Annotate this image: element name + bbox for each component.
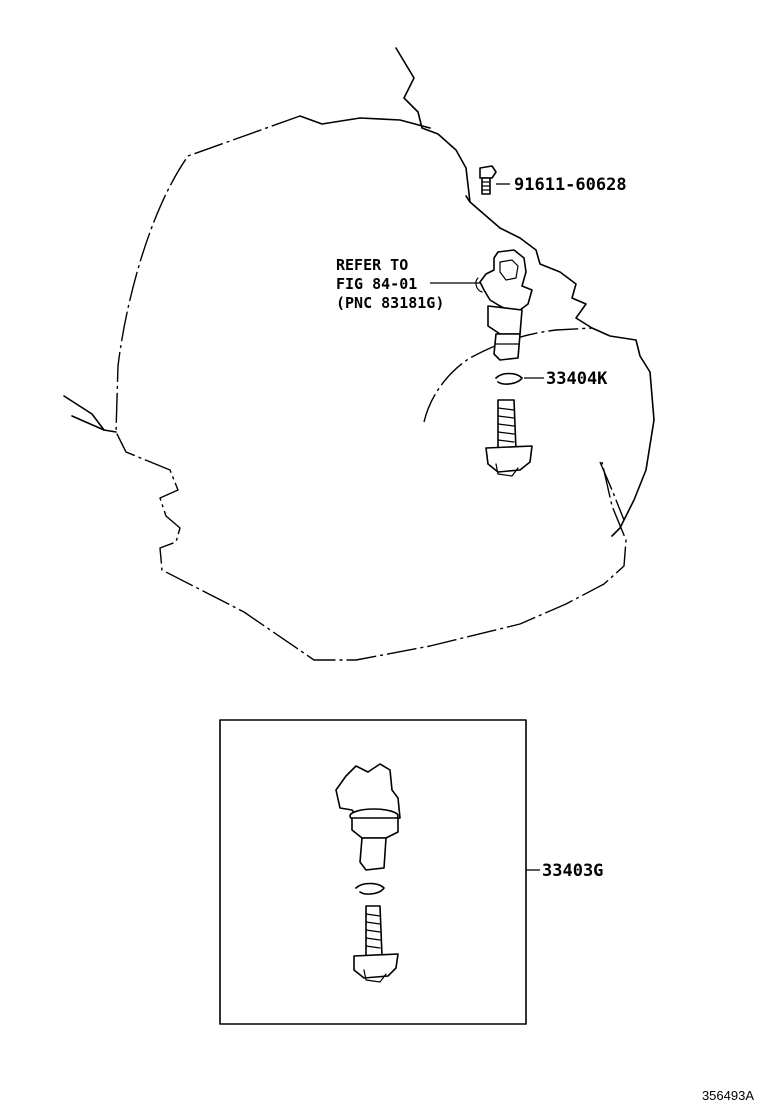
reference-note: REFER TO FIG 84-01 (PNC 83181G) — [336, 256, 444, 312]
inset-speed-sensor-part — [335, 763, 401, 871]
reference-note-line-2: FIG 84-01 — [336, 275, 417, 293]
reference-note-line-1: REFER TO — [336, 256, 408, 274]
bolt-part — [479, 165, 497, 195]
inset-clip-part — [355, 882, 385, 895]
speed-sensor-part — [475, 249, 533, 361]
clip-part-number: 33404K — [546, 369, 608, 389]
transmission-housing-outline — [63, 47, 655, 661]
inset-driven-gear-part — [353, 905, 399, 983]
reference-note-line-3: (PNC 83181G) — [336, 294, 444, 312]
sensor-kit-part-number: 33403G — [542, 861, 603, 881]
illustration-id: 356493A — [702, 1088, 754, 1103]
clip-part — [495, 372, 523, 385]
inset-box — [219, 719, 527, 1025]
bolt-part-number: 91611-60628 — [514, 175, 627, 195]
driven-gear-part — [485, 399, 533, 477]
